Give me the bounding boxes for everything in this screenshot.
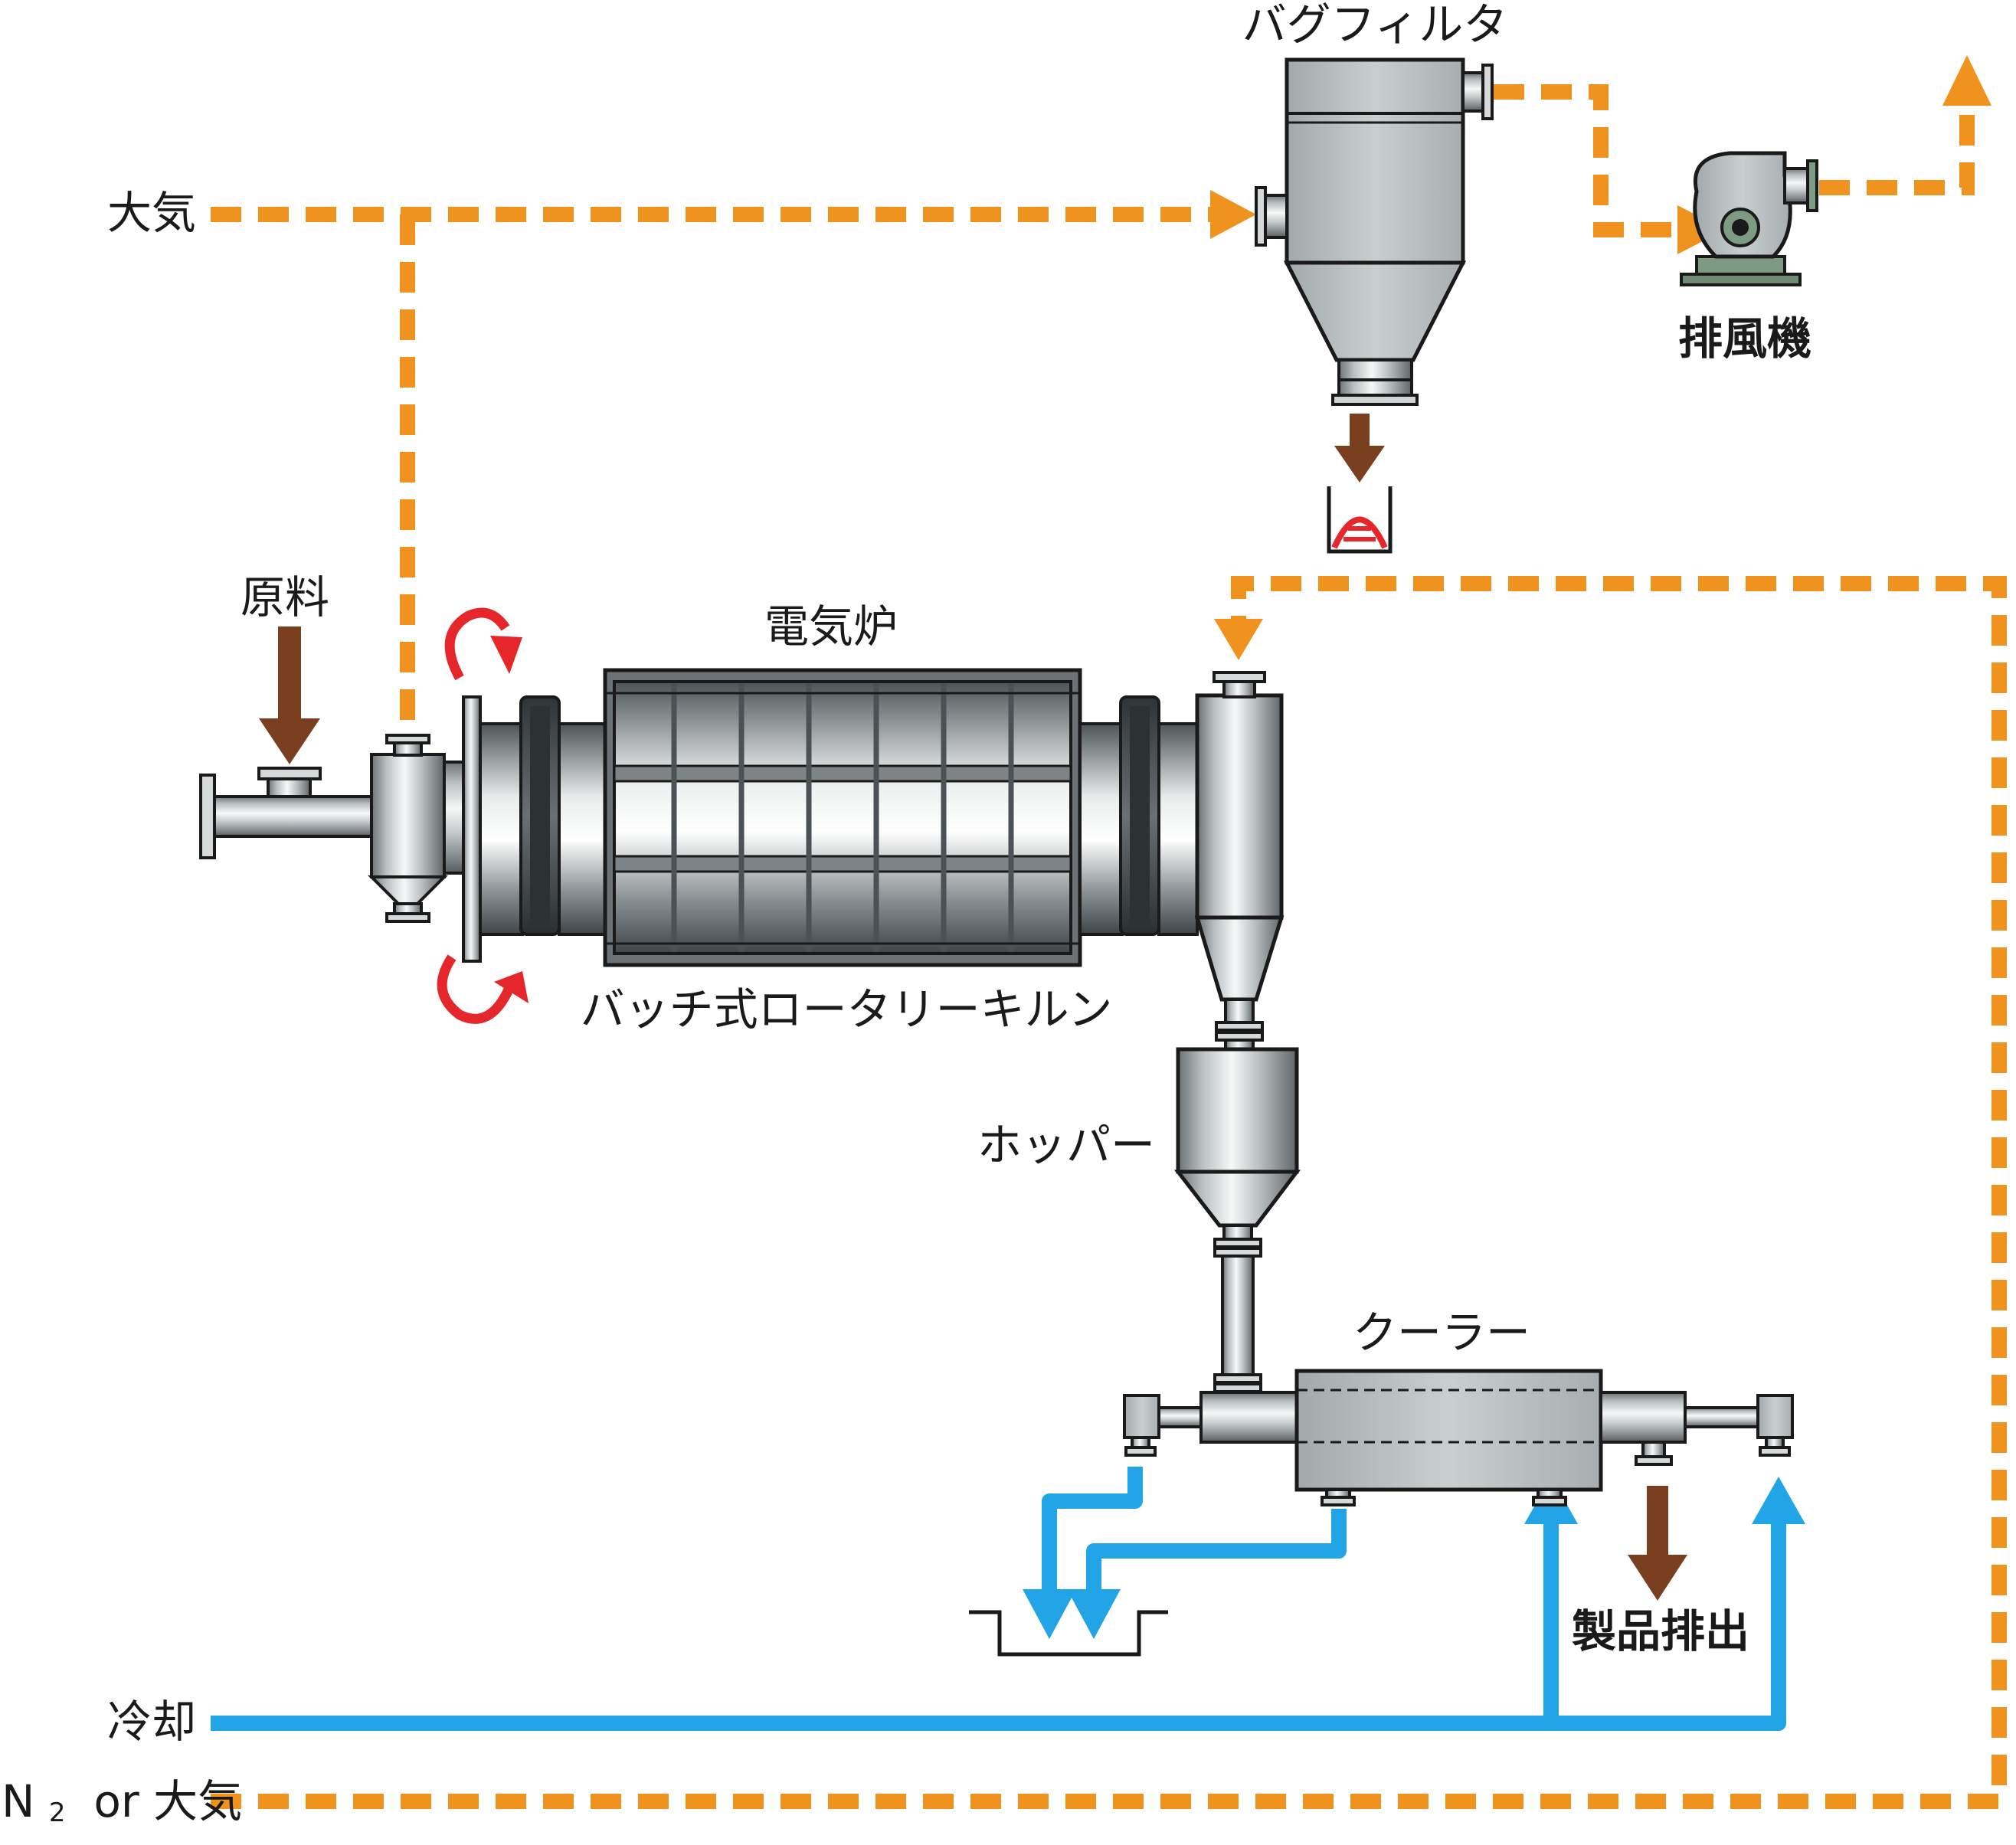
- cooling-down-arrow-1: [1023, 1589, 1076, 1639]
- bagfilter-inlet-arrow: [1210, 190, 1256, 239]
- n2-suffix: or 大気: [80, 1775, 242, 1827]
- cooling-return-1: [1042, 1467, 1143, 1593]
- raw-material-label: 原料: [241, 571, 329, 623]
- feed-screw: [199, 734, 473, 923]
- bagfilter-discharge-arrow: [1334, 414, 1385, 483]
- bag-filter: [1255, 57, 1494, 406]
- hopper: [1173, 1047, 1301, 1393]
- electric-furnace-label: 電気炉: [764, 600, 898, 653]
- n2-subscript: 2: [49, 1798, 66, 1828]
- rotation-arrow-icon: [437, 607, 529, 1024]
- exhaust-fan: [1680, 151, 1818, 286]
- atmosphere-label: 大気: [107, 187, 196, 239]
- cooling-lines: [211, 1467, 1786, 1731]
- hopper-label: ホッパー: [977, 1119, 1155, 1171]
- cooling-label: 冷却: [107, 1696, 196, 1748]
- kiln-label: バッチ式ロータリーキルン: [581, 983, 1113, 1035]
- exhaust-up-arrow: [1942, 55, 1991, 106]
- bagfilter-to-fan-line: [1494, 84, 1681, 237]
- exhaust-fan-label: 排風機: [1678, 312, 1811, 365]
- cooling-down-arrow-2: [1067, 1589, 1121, 1639]
- n2-supply-line: [211, 576, 2007, 1809]
- n2-or-atmosphere-label: N 2 or 大気: [2, 1775, 242, 1832]
- product-discharge-arrow: [1628, 1486, 1687, 1601]
- rotary-kiln: [462, 668, 1199, 967]
- cooling-up-arrow-2: [1752, 1477, 1805, 1524]
- product-discharge-label: 製品排出: [1572, 1605, 1749, 1657]
- fan-exhaust-line: [1819, 107, 1975, 195]
- cooler: [1123, 1369, 1794, 1506]
- n2-label: N: [2, 1775, 34, 1827]
- cooling-supply-main: [211, 1520, 1786, 1731]
- kiln-outlet-hood: [1194, 671, 1285, 1051]
- gas-lines: [211, 84, 2007, 1809]
- collection-bin-icon: [1327, 486, 1393, 554]
- cooling-return-2: [1086, 1509, 1347, 1593]
- kiln-n2-inlet-arrow: [1214, 619, 1263, 660]
- bag-filter-label: バグフィルタ: [1242, 0, 1508, 51]
- cooler-label: クーラー: [1353, 1307, 1530, 1359]
- raw-material-arrow: [259, 626, 320, 764]
- drain-basin-icon: [969, 1610, 1168, 1657]
